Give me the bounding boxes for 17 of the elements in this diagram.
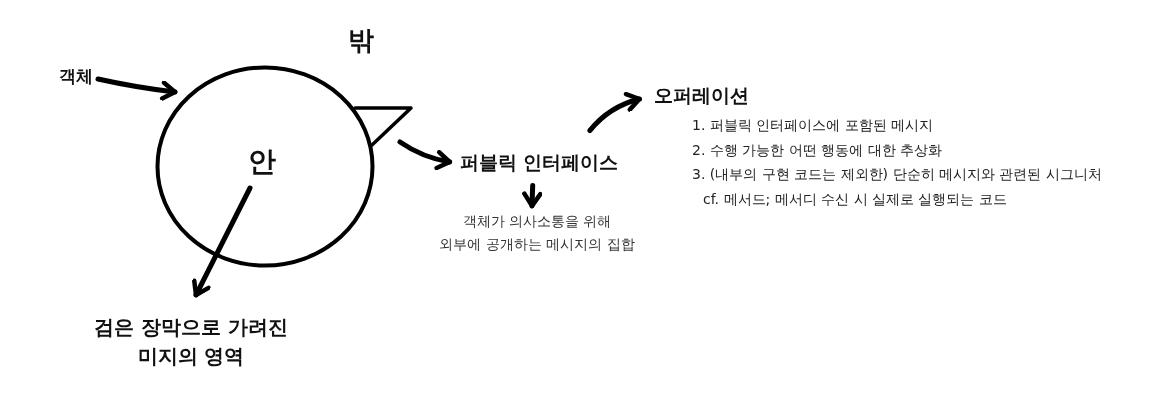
region-label: 밖	[348, 25, 374, 57]
heading: 퍼블릭 인터페이스	[459, 150, 619, 174]
list-item: cf. 메서드; 메서디 수신 시 실제로 실행되는 코드	[703, 190, 1007, 208]
text-label: 객체	[59, 65, 93, 87]
circle	[155, 65, 375, 268]
arrow	[522, 182, 543, 209]
heading: 오퍼레이션	[653, 83, 749, 107]
list-item: 2. 수행 가능한 어떤 행동에 대한 추상화	[692, 141, 943, 159]
list-item: 3. (내부의 구현 코드는 제외한) 단순히 메시지와 관련된 시그니처	[692, 165, 1102, 183]
arrow	[192, 185, 253, 298]
arrow	[587, 92, 642, 134]
arrow	[397, 139, 453, 170]
text-label: 검은 장막으로 가려진 미지의 영역	[94, 313, 288, 371]
region-label: 안	[248, 145, 276, 179]
arrow	[95, 76, 178, 101]
description-text: 객체가 의사소통을 위해 외부에 공개하는 메시지의 집합	[439, 209, 635, 257]
list-item: 1. 퍼블릭 인터페이스에 포함된 메시지	[692, 116, 934, 134]
